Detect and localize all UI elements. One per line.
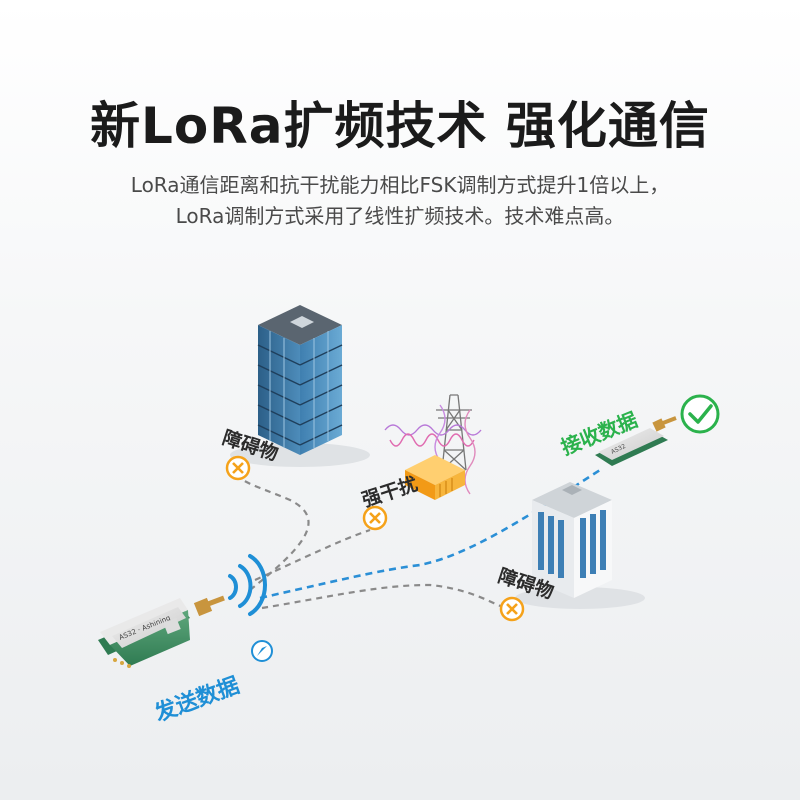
generator-box [405,455,465,500]
interference-marker: 强干扰 [359,472,420,531]
signal-paths [233,464,601,610]
check-icon [680,394,720,434]
building-shadow [515,587,645,609]
office-tower [257,305,343,455]
send-marker: 发送数据 [150,640,273,727]
interference-label: 强干扰 [359,472,420,511]
path-to-building-obstacle [261,583,511,610]
subtitle-line-1: LoRa通信距离和抗干扰能力相比FSK调制方式提升1倍以上， [130,173,670,197]
radio-waves-icon [228,554,268,616]
sender-module: AS32 · Ashining [98,595,225,668]
path-to-interference [254,528,371,582]
headline-title: 新LoRa扩频技术 强化通信 [90,97,710,155]
receiver-module: AS32 [595,416,677,466]
right-building [532,482,612,598]
subtitle: LoRa通信距离和抗干扰能力相比FSK调制方式提升1倍以上， LoRa调制方式采… [0,170,800,232]
path-to-tower-obstacle [233,464,310,591]
send-label: 发送数据 [150,672,243,727]
subtitle-line-2: LoRa调制方式采用了线性扩频技术。技术难点高。 [175,204,625,228]
